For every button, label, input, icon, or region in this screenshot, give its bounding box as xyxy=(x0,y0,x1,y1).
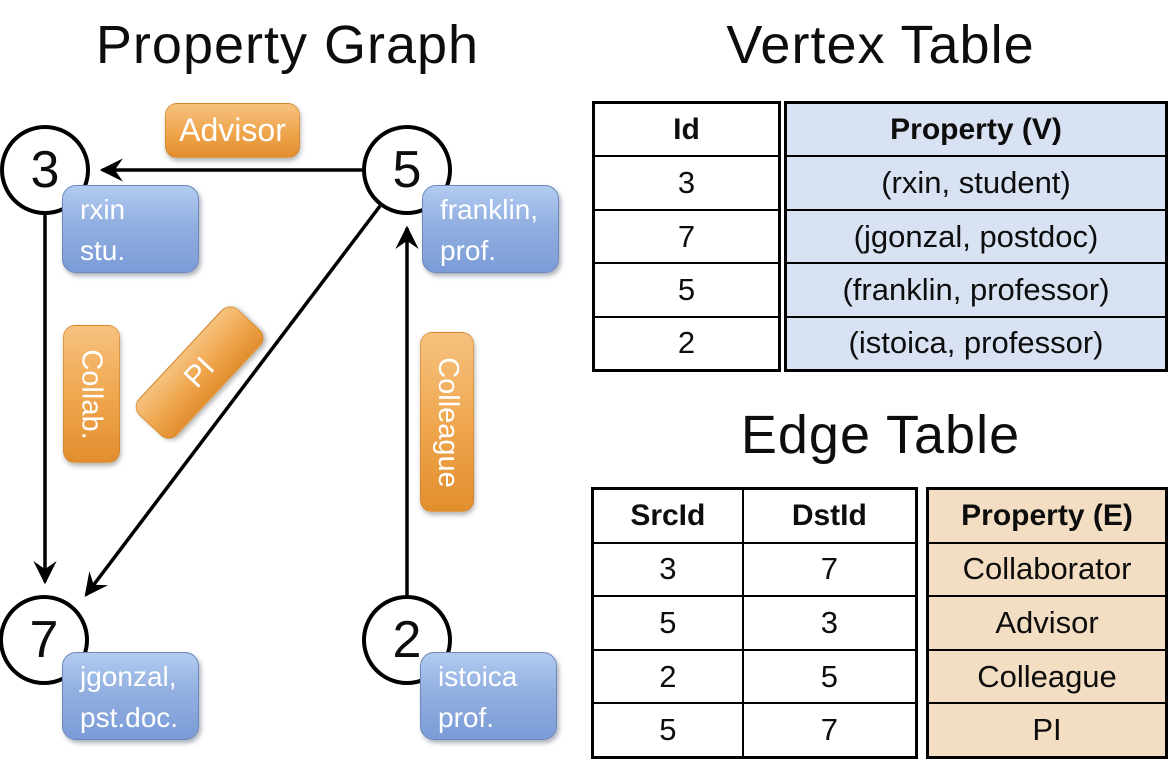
edge-property-header: Property (E) xyxy=(961,498,1133,532)
edge-dstid-cell: 7 xyxy=(741,543,915,596)
edge-property-cell: Advisor xyxy=(995,604,1099,640)
edge-dstid-cell: 3 xyxy=(741,597,915,649)
edge-srcid-cell: 5 xyxy=(659,712,677,748)
vertex-property-pill-2: istoica prof. xyxy=(420,652,557,740)
edge-property-cell: Colleague xyxy=(977,658,1117,694)
vertex-table-title: Vertex Table xyxy=(726,15,1035,75)
table-row: (istoica, professor) xyxy=(787,315,1165,369)
vertex-property-cell: (franklin, professor) xyxy=(842,271,1110,307)
edge-table-property-column: Property (E) Collaborator Advisor Collea… xyxy=(926,487,1168,759)
edge-srcid-cell: 2 xyxy=(659,658,677,694)
edge-srcid-cell: 3 xyxy=(659,551,677,587)
graph-node-2: 2 xyxy=(362,595,452,685)
edge-label-advisor: Advisor xyxy=(165,103,300,158)
edge-pi-5-to-7 xyxy=(84,204,382,597)
table-row: Property (V) xyxy=(787,104,1165,155)
table-row: (rxin, student) xyxy=(787,155,1165,208)
vertex-id-cell: 5 xyxy=(677,271,696,307)
vertex-id-cell: 2 xyxy=(677,325,696,361)
table-row: 5 3 xyxy=(594,595,915,649)
edge-label-text: PI xyxy=(177,350,221,394)
table-row: Colleague xyxy=(929,648,1165,703)
vertex-table-property-column: Property (V) (rxin, student) (jgonzal, p… xyxy=(784,101,1168,372)
vertex-property-cell: (jgonzal, postdoc) xyxy=(853,218,1099,254)
edge-srcid-header: SrcId xyxy=(630,498,706,532)
table-row: 3 xyxy=(595,155,778,208)
pill-line: jgonzal, xyxy=(80,661,177,692)
table-row: 5 xyxy=(595,262,778,315)
table-row: 7 xyxy=(595,208,778,262)
graph-edges-layer xyxy=(33,158,419,597)
table-row: Id xyxy=(595,104,778,155)
table-row: (franklin, professor) xyxy=(787,262,1165,315)
edge-srcid-cell: 5 xyxy=(659,604,677,640)
edge-dstid-cell: 7 xyxy=(741,704,915,756)
edge-label-text: Advisor xyxy=(179,112,286,148)
pill-line: prof. xyxy=(438,702,495,733)
vertex-property-pill-7: jgonzal, pst.doc. xyxy=(62,652,199,740)
vertex-id-cell: 7 xyxy=(677,218,696,254)
vertex-property-pill-3: rxin stu. xyxy=(62,185,199,273)
vertex-property-header: Property (V) xyxy=(890,112,1062,146)
edge-label-text: Collab. xyxy=(76,348,108,440)
property-graph-title: Property Graph xyxy=(95,15,480,75)
node-5-id: 5 xyxy=(392,141,422,199)
table-row: 2 5 xyxy=(594,648,915,703)
edge-label-colleague: Colleague xyxy=(420,332,474,512)
edge-property-cell: PI xyxy=(1032,712,1062,748)
pill-line: rxin xyxy=(80,194,126,225)
pill-line: stu. xyxy=(80,235,126,266)
node-7-id: 7 xyxy=(29,611,59,669)
edge-label-text: Colleague xyxy=(431,356,464,488)
graph-node-5: 5 xyxy=(362,125,452,215)
edge-property-cell: Collaborator xyxy=(962,551,1132,587)
table-row: PI xyxy=(929,702,1165,756)
vertex-id-header: Id xyxy=(673,112,700,146)
table-row: 5 7 xyxy=(594,702,915,756)
vertex-id-cell: 3 xyxy=(677,165,696,201)
table-row: Property (E) xyxy=(929,490,1165,542)
edge-table-id-columns: SrcId DstId 3 7 5 3 2 5 5 7 xyxy=(591,487,918,759)
edge-dstid-cell: 5 xyxy=(741,650,915,703)
node-3-id: 3 xyxy=(30,141,60,199)
vertex-table-id-column: Id 3 7 5 2 xyxy=(592,101,781,372)
pill-line: istoica xyxy=(438,661,518,692)
table-row: 2 xyxy=(595,315,778,369)
pill-line: pst.doc. xyxy=(80,702,179,733)
table-row: 3 7 xyxy=(594,541,915,596)
edge-label-collab: Collab. xyxy=(63,325,120,463)
table-row: Collaborator xyxy=(929,541,1165,596)
table-row: (jgonzal, postdoc) xyxy=(787,208,1165,262)
edge-dstid-header: DstId xyxy=(741,490,915,542)
vertex-property-cell: (istoica, professor) xyxy=(848,325,1104,361)
pill-line: franklin, xyxy=(440,194,539,225)
edge-table-title: Edge Table xyxy=(740,405,1021,465)
node-2-id: 2 xyxy=(392,611,422,669)
vertex-property-pill-5: franklin, prof. xyxy=(422,185,559,273)
table-row: SrcId DstId xyxy=(594,490,915,542)
vertex-property-cell: (rxin, student) xyxy=(881,165,1071,201)
pill-line: prof. xyxy=(440,235,497,266)
table-row: Advisor xyxy=(929,595,1165,649)
